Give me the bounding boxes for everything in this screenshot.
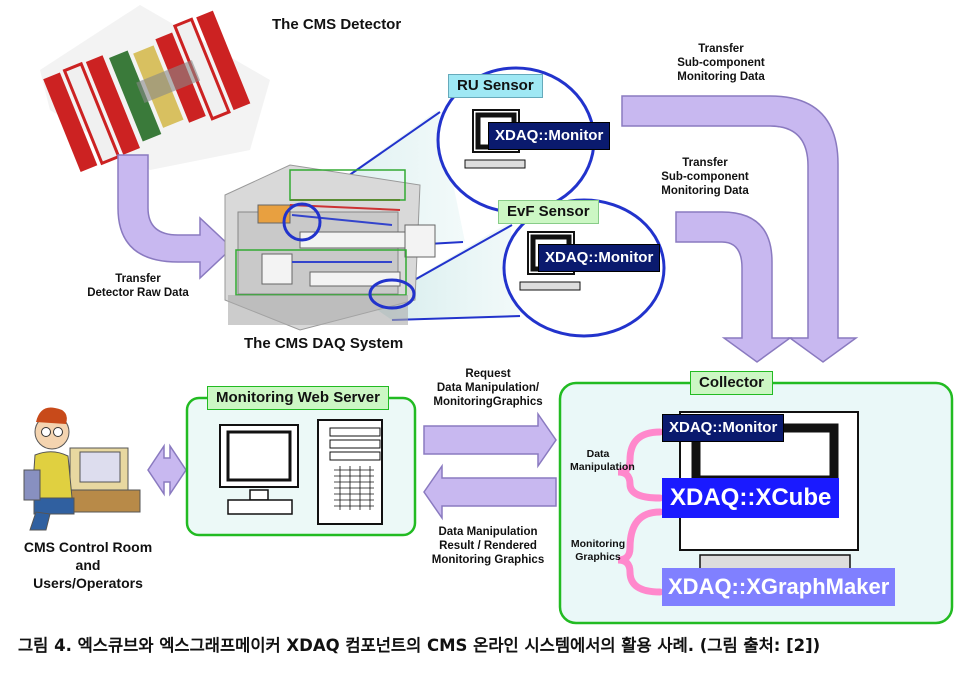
ru-sensor-tag: RU Sensor <box>448 74 543 98</box>
web-server-tower-icon <box>317 419 383 525</box>
web-server-monitor-icon <box>219 424 299 515</box>
pink-brackets <box>617 428 664 596</box>
cms-detector-illustration <box>40 5 270 172</box>
evf-sensor-tag: EvF Sensor <box>498 200 599 224</box>
daq-system-illustration <box>224 164 436 331</box>
cms-daq-title: The CMS DAQ System <box>244 335 404 352</box>
figure-caption: 그림 4. 엑스큐브와 엑스그래프메이커 XDAQ 컴포넌트의 CMS 온라인 … <box>18 636 821 655</box>
web-server-tag: Monitoring Web Server <box>207 386 389 410</box>
xcube-box: XDAQ::XCube <box>662 478 840 518</box>
cms-detector-title: The CMS Detector <box>272 16 402 33</box>
ru-xdaq-monitor: XDAQ::Monitor <box>488 122 611 150</box>
operator-illustration <box>23 407 141 531</box>
evf-xdaq-monitor: XDAQ::Monitor <box>538 244 661 272</box>
xgraphmaker-box: XDAQ::XGraphMaker <box>662 568 896 606</box>
collector-tag: Collector <box>690 371 774 395</box>
collector-xdaq-monitor: XDAQ::Monitor <box>662 414 785 442</box>
flow-arrows <box>117 95 859 521</box>
